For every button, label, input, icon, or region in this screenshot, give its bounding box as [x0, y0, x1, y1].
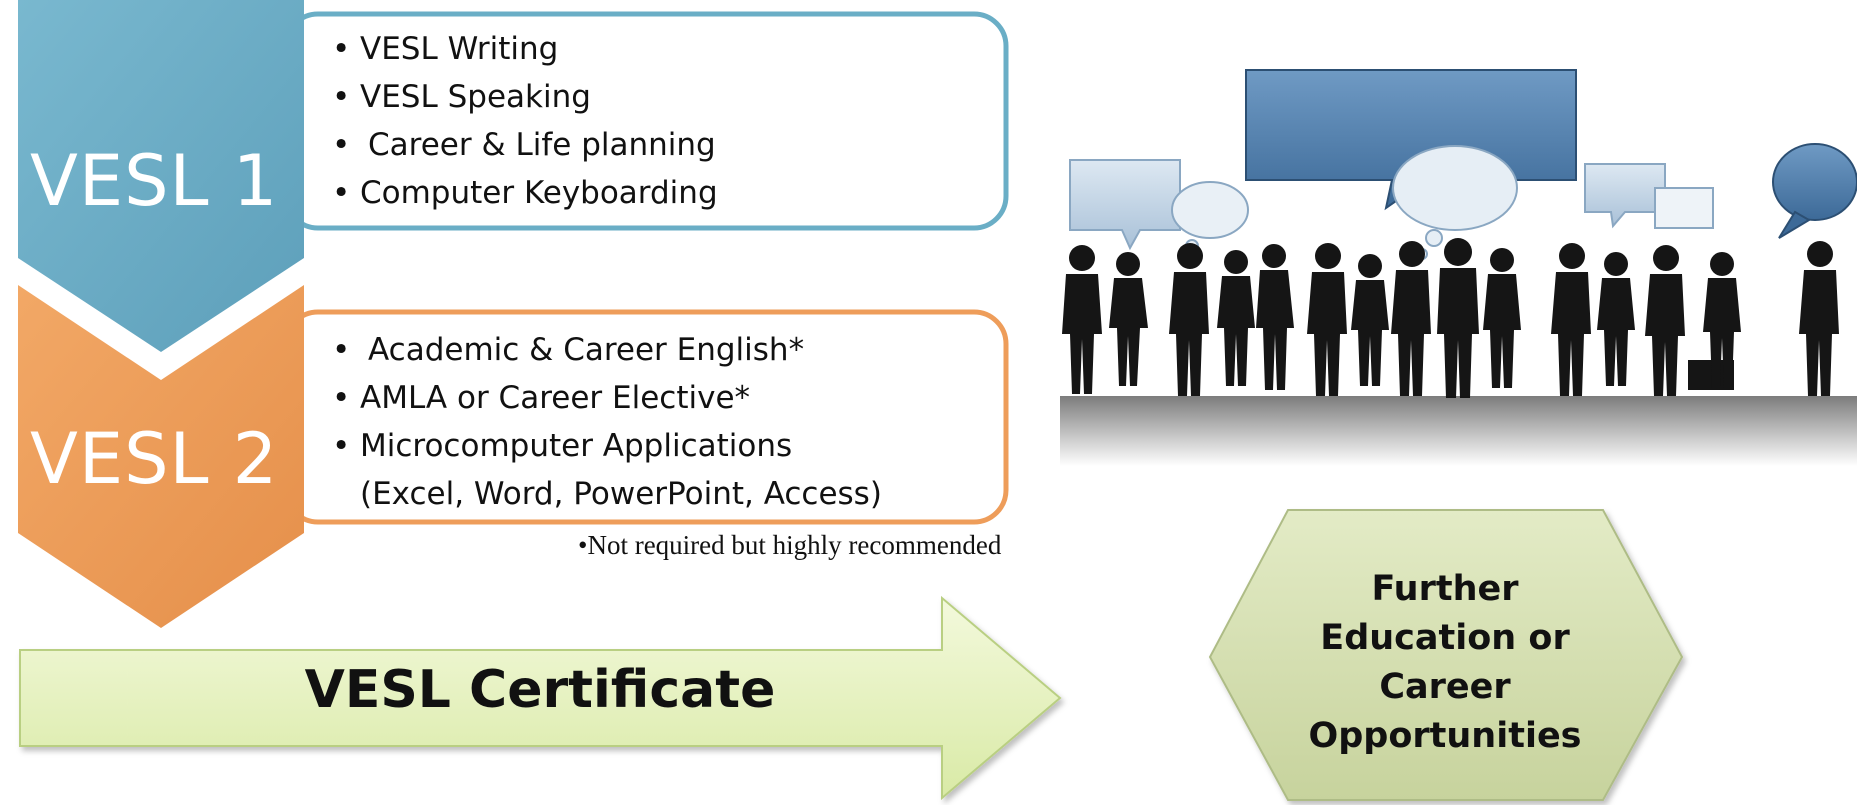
outcome-hexagon: [1208, 509, 1684, 801]
list-item: •VESL Speaking: [330, 73, 990, 121]
footnote: •Not required but highly recommended: [578, 530, 1002, 560]
people-silhouettes: [1062, 238, 1839, 398]
speech-bubbles: [1069, 69, 1857, 260]
outcome-label: Further Education or Career Opportunitie…: [1210, 565, 1680, 761]
list-item: •Microcomputer Applications: [330, 422, 1000, 470]
bullet-icon: •: [332, 79, 351, 115]
list-item: •VESL Writing: [330, 25, 990, 73]
outcome-line: Opportunities: [1308, 716, 1582, 756]
stage1-course-list: •VESL Writing •VESL Speaking •Career & L…: [330, 25, 990, 217]
bullet-icon: •: [332, 380, 351, 416]
list-item: •Career & Life planning: [330, 121, 990, 169]
stage1-label: VESL 1: [30, 140, 279, 222]
outcome-line: Further: [1371, 569, 1519, 609]
bullet-icon: •: [332, 31, 351, 67]
list-item: •AMLA or Career Elective*: [330, 374, 1000, 422]
certificate-arrow: [19, 595, 1062, 801]
floor-reflection: [1060, 396, 1857, 466]
outcome-line: Education or: [1320, 618, 1570, 658]
list-item: •Academic & Career English*: [330, 326, 1000, 374]
bullet-icon: •: [332, 332, 351, 368]
stage2-chevron: [18, 285, 304, 628]
list-item-continuation: (Excel, Word, PowerPoint, Access): [360, 476, 882, 512]
business-people-speech-bubbles-icon: [1060, 69, 1857, 466]
bullet-icon: •: [332, 175, 351, 211]
certificate-label: VESL Certificate: [304, 660, 776, 720]
outcome-line: Career: [1379, 667, 1511, 707]
list-item: •Computer Keyboarding: [330, 169, 990, 217]
stage2-course-list: •Academic & Career English* •AMLA or Car…: [330, 326, 1000, 518]
bullet-icon: •: [332, 428, 351, 464]
stage2-label: VESL 2: [30, 418, 279, 500]
bullet-icon: •: [332, 127, 351, 163]
stage1-chevron: [18, 0, 304, 352]
